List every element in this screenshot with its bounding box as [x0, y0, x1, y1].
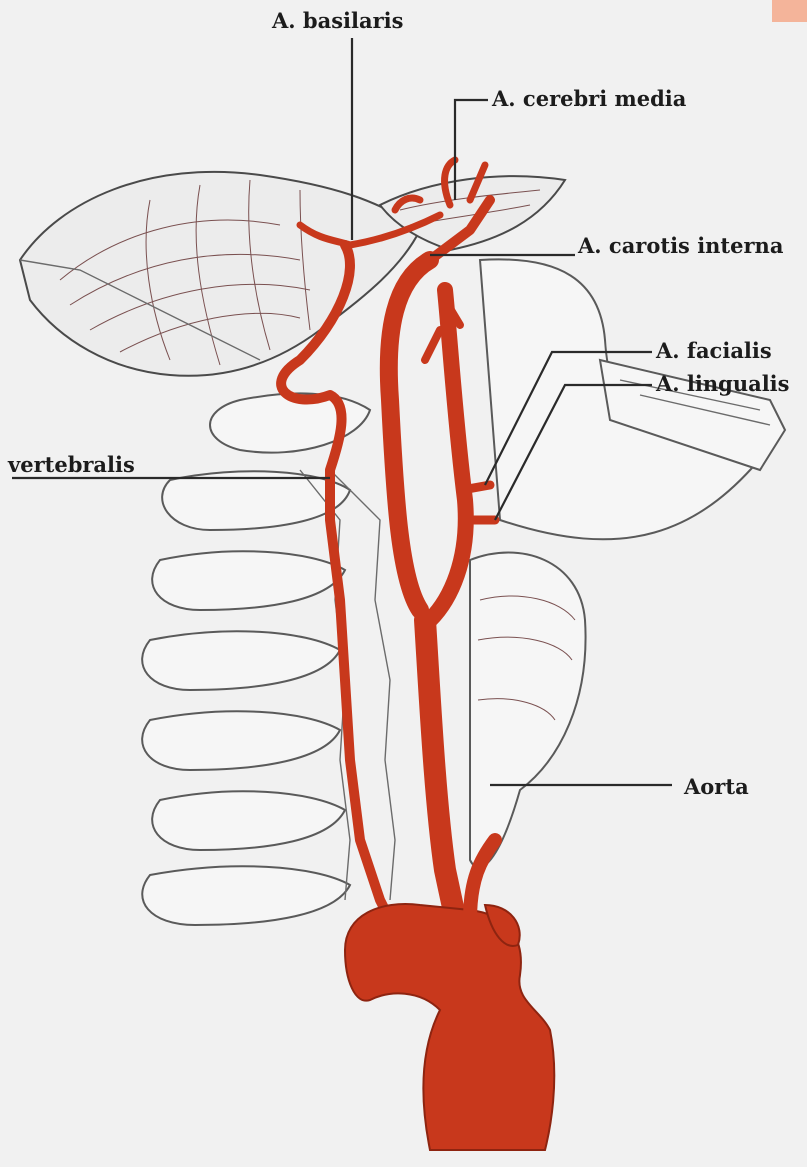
label-basilaris: A. basilaris [271, 8, 403, 33]
label-cerebri-media: A. cerebri media [491, 86, 687, 111]
label-facialis: A. facialis [655, 338, 772, 363]
label-vertebralis: vertebralis [7, 452, 135, 477]
label-aorta: Aorta [683, 774, 749, 799]
label-carotis-interna: A. carotis interna [577, 233, 784, 258]
larynx [470, 553, 586, 868]
label-lingualis: A. lingualis [655, 371, 789, 396]
corner-accent [772, 0, 807, 22]
mandible [480, 259, 785, 539]
